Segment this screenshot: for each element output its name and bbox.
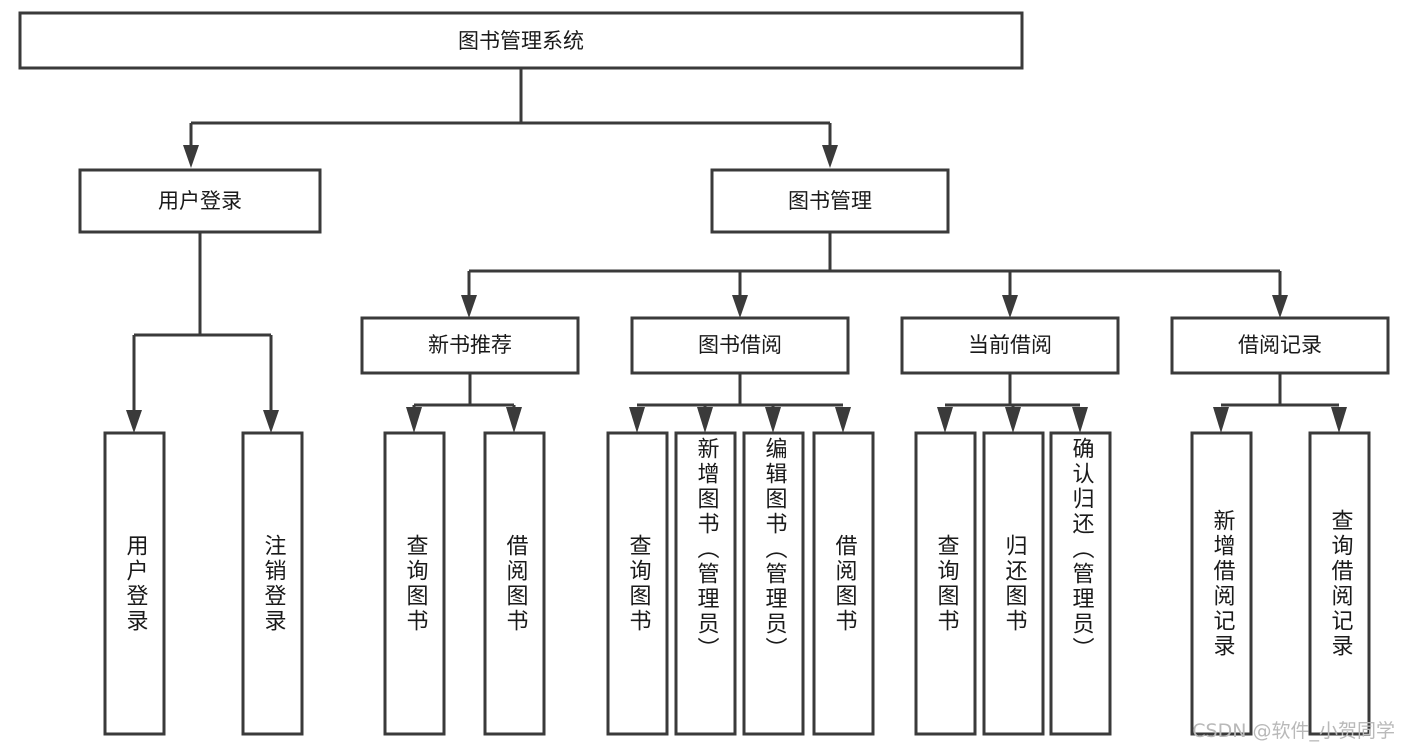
node-new-book-rec-label: 新书推荐 <box>428 333 512 357</box>
node-new-book-rec-box[interactable] <box>360 316 580 375</box>
leaf-box-query-book-3[interactable] <box>914 431 977 736</box>
leaf-box-borrow-book-1[interactable] <box>483 431 546 736</box>
leaf-box-query-book-1[interactable] <box>383 431 446 736</box>
leaf-box-return-book[interactable] <box>982 431 1045 736</box>
node-book-manage[interactable]: 图书管理 <box>710 168 950 234</box>
arrow-head-icon <box>1072 407 1088 433</box>
node-root-box[interactable] <box>18 11 1024 70</box>
connector-borrow-record-to-leaves <box>1213 373 1347 433</box>
leaf-box-query-book-2[interactable] <box>606 431 669 736</box>
arrow-head-icon <box>765 407 781 433</box>
connector-root-to-level1 <box>183 68 838 168</box>
arrow-head-icon <box>1331 407 1347 433</box>
leaf-box-logout[interactable] <box>241 431 304 736</box>
arrow-head-icon <box>461 295 477 318</box>
arrow-head-icon <box>732 295 748 318</box>
connector-book-borrow-to-leaves <box>629 373 851 433</box>
arrow-head-icon <box>937 407 953 433</box>
arrow-head-icon <box>183 145 199 168</box>
connector-new-book-rec-to-leaves <box>406 373 522 433</box>
leaf-box-add-record[interactable] <box>1190 431 1253 736</box>
connector-current-borrow-to-leaves <box>937 373 1088 433</box>
node-user-login[interactable]: 用户登录 <box>78 168 322 234</box>
leaf-box-query-record[interactable] <box>1308 431 1371 736</box>
node-current-borrow[interactable]: 当前借阅 <box>900 316 1120 375</box>
arrow-head-icon <box>1005 407 1021 433</box>
watermark-text: CSDN @软件_小贺同学 <box>1192 720 1395 742</box>
node-book-manage-label: 图书管理 <box>788 189 872 213</box>
node-borrow-record[interactable]: 借阅记录 <box>1170 316 1390 375</box>
arrow-head-icon <box>1002 295 1018 318</box>
arrow-head-icon <box>263 410 279 433</box>
connector-user-login-to-leaves <box>126 232 279 433</box>
arrow-head-icon <box>629 407 645 433</box>
node-new-book-rec[interactable]: 新书推荐 <box>360 316 580 375</box>
arrow-head-icon <box>506 407 522 433</box>
node-root[interactable]: 图书管理系统 <box>18 11 1024 70</box>
leaf-box-confirm-return[interactable] <box>1049 431 1112 736</box>
node-current-borrow-label: 当前借阅 <box>968 333 1052 357</box>
leaf-box-borrow-book-2[interactable] <box>812 431 875 736</box>
arrow-head-icon <box>835 407 851 433</box>
leaf-box-add-book[interactable] <box>674 431 737 736</box>
arrow-head-icon <box>406 407 422 433</box>
node-user-login-label: 用户登录 <box>158 189 242 213</box>
arrow-head-icon <box>1213 407 1229 433</box>
leaf-box-user-login[interactable] <box>103 431 166 736</box>
node-book-borrow-label: 图书借阅 <box>698 333 782 357</box>
node-borrow-record-label: 借阅记录 <box>1238 333 1322 357</box>
arrow-head-icon <box>697 407 713 433</box>
arrow-head-icon <box>126 410 142 433</box>
node-borrow-record-box[interactable] <box>1170 316 1390 375</box>
connector-book-manage-to-level2 <box>461 232 1288 318</box>
arrow-head-icon <box>1272 295 1288 318</box>
node-book-borrow[interactable]: 图书借阅 <box>630 316 850 375</box>
leaf-box-edit-book[interactable] <box>742 431 805 736</box>
node-book-manage-box[interactable] <box>710 168 950 234</box>
node-root-label: 图书管理系统 <box>458 29 584 53</box>
node-current-borrow-box[interactable] <box>900 316 1120 375</box>
node-book-borrow-box[interactable] <box>630 316 850 375</box>
arrow-head-icon <box>822 145 838 168</box>
